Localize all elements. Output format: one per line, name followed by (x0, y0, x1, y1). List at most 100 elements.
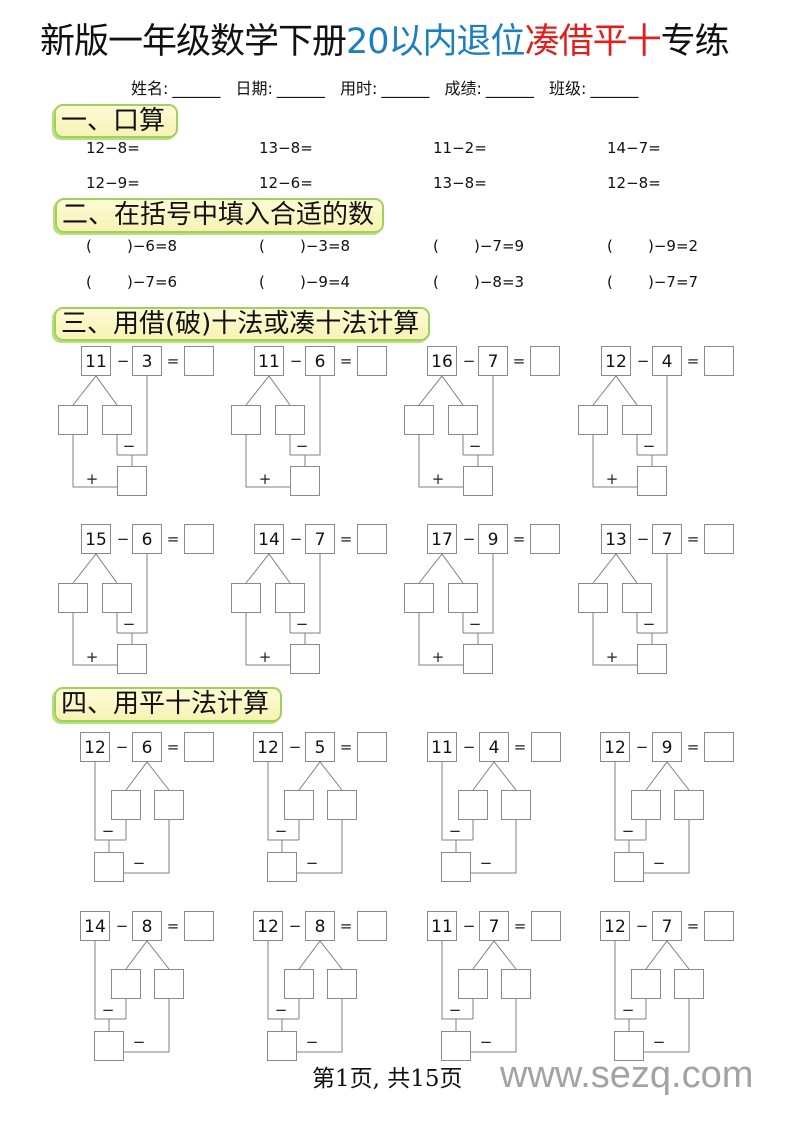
section-2-heading: 二、在括号中填入合适的数 (55, 198, 384, 233)
info-label: 班级: (549, 79, 587, 98)
info-blank: ______ (172, 79, 221, 98)
info-name: 姓名:______ (131, 79, 224, 98)
minus-sign: − (463, 917, 476, 935)
split-left-box (58, 583, 88, 613)
minus-label: − (296, 437, 309, 455)
connector-lines (94, 761, 170, 874)
minus-label: − (133, 854, 146, 872)
answer-box (530, 346, 560, 376)
split-right-box (327, 790, 357, 820)
subtrahend-box (305, 524, 335, 554)
info-label: 成绩: (444, 79, 482, 98)
step-result-box (290, 644, 320, 674)
minus-label: − (275, 822, 288, 840)
minuend-box (253, 732, 283, 762)
minus-sign: − (463, 530, 476, 548)
mental-math-item: 12−6= (259, 174, 313, 192)
step-result-box (441, 1031, 471, 1061)
fill-blank-equation: )−7=6 (127, 273, 178, 291)
subtrahend-value: 9 (488, 530, 499, 550)
split-right-box (275, 583, 305, 613)
minus-label: − (653, 854, 666, 872)
title-part-red: 凑借平十 (524, 22, 662, 62)
subtrahend-box (305, 346, 335, 376)
subtrahend-box (479, 911, 509, 941)
split-left-box (458, 790, 488, 820)
break-ten-diagram: 15 − 6 = − + (57, 523, 217, 678)
split-right-box (102, 405, 132, 435)
fill-blank-equation: )−8=3 (474, 273, 525, 291)
answer-box (704, 346, 734, 376)
minuend-value: 14 (258, 530, 280, 550)
minus-sign: − (289, 738, 302, 756)
minuend-value: 12 (84, 738, 106, 758)
break-ten-diagram: 14 − 7 = − + (230, 523, 390, 678)
step-result-box (267, 852, 297, 882)
subtrahend-box (652, 524, 682, 554)
split-left-box (284, 969, 314, 999)
equals-sign: = (514, 738, 527, 756)
minus-label: − (480, 854, 493, 872)
subtrahend-box (132, 524, 162, 554)
info-score: 成绩:______ (445, 79, 538, 98)
mental-math-item: 11−2= (433, 139, 487, 157)
split-right-box (448, 405, 478, 435)
section-3-heading: 三、用借(破)十法或凑十法计算 (54, 307, 430, 341)
minuend-value: 12 (604, 917, 626, 937)
minus-label: − (622, 822, 635, 840)
minuend-box (80, 911, 110, 941)
minus-label: − (449, 822, 462, 840)
split-right-box (674, 969, 704, 999)
fill-blank-equation: )−9=2 (648, 237, 699, 255)
info-blank: ______ (276, 79, 325, 98)
minuend-box (600, 911, 630, 941)
minus-sign: − (636, 917, 649, 935)
minuend-value: 14 (84, 917, 106, 937)
minuend-box (600, 732, 630, 762)
split-left-box (284, 790, 314, 820)
equals-sign: = (167, 530, 180, 548)
equals-sign: = (513, 530, 526, 548)
split-left-box (111, 969, 141, 999)
split-left-box (578, 583, 608, 613)
minuend-box (81, 524, 111, 554)
level-ten-diagram: 14 − 8 = − − (79, 910, 219, 1065)
subtrahend-value: 7 (488, 352, 499, 372)
minuend-box (253, 911, 283, 941)
minuend-box (81, 346, 111, 376)
split-left-box (458, 969, 488, 999)
level-ten-diagram: 12 − 7 = − − (599, 910, 739, 1065)
page-title: 新版一年级数学下册20以内退位凑借平十专练 (40, 22, 730, 62)
step-result-box (94, 852, 124, 882)
step-result-box (117, 466, 147, 496)
step-result-box (290, 466, 320, 496)
minus-label: − (480, 1033, 493, 1051)
minus-label: − (643, 615, 656, 633)
step-result-box (117, 644, 147, 674)
mental-math-item: 12−8= (86, 139, 140, 157)
split-right-box (154, 790, 184, 820)
subtrahend-value: 7 (662, 917, 673, 937)
break-ten-diagram: 16 − 7 = − + (403, 345, 563, 500)
minuend-value: 17 (431, 530, 453, 550)
fill-blank-equation: )−6=8 (127, 237, 178, 255)
split-left-box (231, 405, 261, 435)
section-1-heading: 一、口算 (54, 104, 178, 138)
minus-label: − (275, 1001, 288, 1019)
mental-math-item: 12−8= (607, 174, 661, 192)
info-label: 姓名: (131, 79, 169, 98)
split-left-box (404, 583, 434, 613)
minuend-box (427, 911, 457, 941)
title-part-black: 新版一年级数学下册 (40, 22, 347, 62)
minuend-value: 12 (257, 917, 279, 937)
level-ten-diagram: 12 − 9 = − − (599, 731, 739, 886)
minus-sign: − (289, 917, 302, 935)
minuend-box (254, 524, 284, 554)
step-result-box (637, 644, 667, 674)
split-right-box (327, 969, 357, 999)
answer-box (184, 346, 214, 376)
break-ten-diagram: 13 − 7 = − + (577, 523, 737, 678)
minuend-value: 16 (431, 352, 453, 372)
mental-math-item: 12−9= (86, 174, 140, 192)
connector-lines (245, 375, 321, 488)
